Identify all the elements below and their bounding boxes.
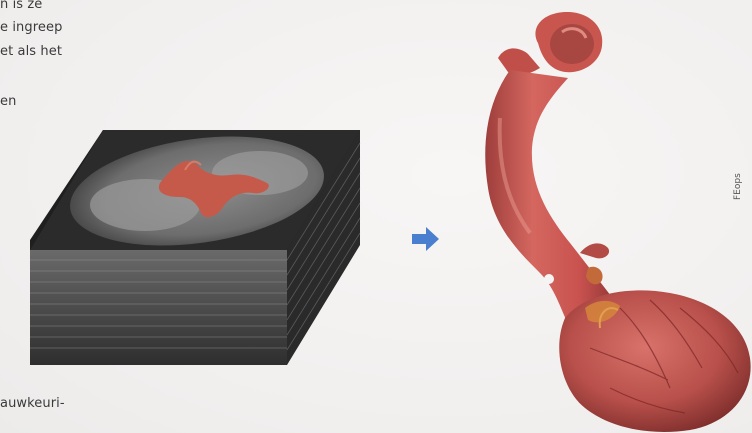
image-credit: FEops — [733, 173, 743, 200]
aorta-3d-model-image — [470, 8, 752, 433]
body-text-line-2: e ingreep — [0, 20, 62, 35]
arrow-right-icon — [412, 226, 440, 252]
body-text-line-5: auwkeuri- — [0, 396, 65, 411]
ct-slice-stack-image — [25, 125, 365, 370]
body-text-line-1: n is ze — [0, 0, 42, 12]
body-text-line-4: en — [0, 94, 16, 109]
body-text-line-3: et als het — [0, 44, 62, 59]
